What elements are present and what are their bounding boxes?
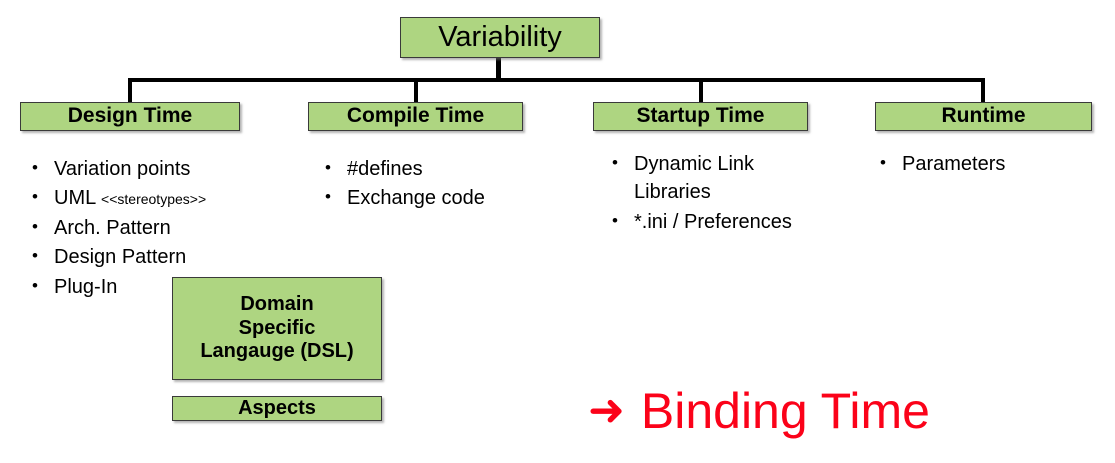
bullet-icon: • (325, 187, 331, 207)
node-design-time[interactable]: Design Time (20, 102, 240, 131)
list-item-note: <<stereotypes>> (101, 191, 207, 208)
arrow-right-icon: ➜ (588, 385, 625, 436)
bullet-icon: • (612, 210, 618, 230)
list-item: • Plug-In (32, 273, 282, 301)
connector-drop-runtime (981, 78, 985, 103)
node-domain-specific-language-label: Domain Specific Langauge (DSL) (200, 293, 354, 363)
node-runtime[interactable]: Runtime (875, 102, 1092, 131)
list-item-text: UML (54, 187, 102, 210)
bullet-icon: • (880, 153, 886, 172)
list-item-label: Plug-In (54, 275, 118, 298)
bullet-list-design-time: • Variation points • UML <<stereotypes>>… (32, 155, 282, 302)
list-item: • UML <<stereotypes>> (32, 184, 282, 212)
node-design-time-label: Design Time (67, 104, 193, 128)
connector-drop-compile-time (414, 78, 418, 103)
bullet-icon: • (32, 246, 38, 266)
bullet-icon: • (32, 187, 38, 207)
list-item: • Parameters (880, 150, 1100, 178)
node-aspects[interactable]: Aspects (172, 396, 382, 421)
list-item: • Design Pattern (32, 243, 282, 271)
list-item-label: Design Pattern (54, 246, 187, 269)
list-item-label: Dynamic Link Libraries (634, 153, 755, 204)
list-item-label: Exchange code (347, 187, 485, 210)
connector-drop-startup-time (699, 78, 703, 103)
connector-horizontal-bus (128, 78, 985, 82)
bullet-icon: • (32, 216, 38, 236)
node-startup-time-label: Startup Time (636, 104, 765, 128)
list-item: • Variation points (32, 155, 282, 183)
list-item-label: Arch. Pattern (54, 216, 171, 239)
node-compile-time-label: Compile Time (346, 104, 485, 128)
list-item: • *.ini / Preferences (612, 208, 852, 236)
list-item: • Dynamic Link Libraries (612, 150, 852, 207)
node-startup-time[interactable]: Startup Time (593, 102, 808, 131)
node-runtime-label: Runtime (941, 104, 1026, 128)
bullet-list-runtime: • Parameters (880, 150, 1100, 179)
binding-time-label: Binding Time (640, 383, 930, 439)
connector-root-stem (496, 57, 501, 81)
bullet-icon: • (612, 153, 618, 172)
node-domain-specific-language[interactable]: Domain Specific Langauge (DSL) (172, 277, 382, 380)
list-item-label: Variation points (54, 158, 191, 180)
list-item-label: #defines (347, 158, 423, 180)
bullet-icon: • (325, 158, 331, 177)
binding-time-callout: ➜ Binding Time (588, 382, 930, 440)
bullet-list-compile-time: • #defines • Exchange code (325, 155, 565, 214)
list-item-label: UML <<stereotypes>> (54, 184, 282, 212)
list-item-label: *.ini / Preferences (634, 210, 792, 233)
bullet-icon: • (32, 158, 38, 177)
node-aspects-label: Aspects (238, 396, 316, 419)
node-variability-label: Variability (438, 21, 562, 54)
connector-drop-design-time (128, 78, 132, 103)
list-item: • Exchange code (325, 184, 565, 212)
list-item: • #defines (325, 155, 565, 183)
bullet-list-startup-time: • Dynamic Link Libraries • *.ini / Prefe… (612, 150, 852, 237)
node-variability[interactable]: Variability (400, 17, 600, 58)
list-item: • Arch. Pattern (32, 214, 282, 242)
list-item-label: Parameters (902, 153, 1006, 175)
bullet-icon: • (32, 275, 38, 295)
node-compile-time[interactable]: Compile Time (308, 102, 523, 131)
